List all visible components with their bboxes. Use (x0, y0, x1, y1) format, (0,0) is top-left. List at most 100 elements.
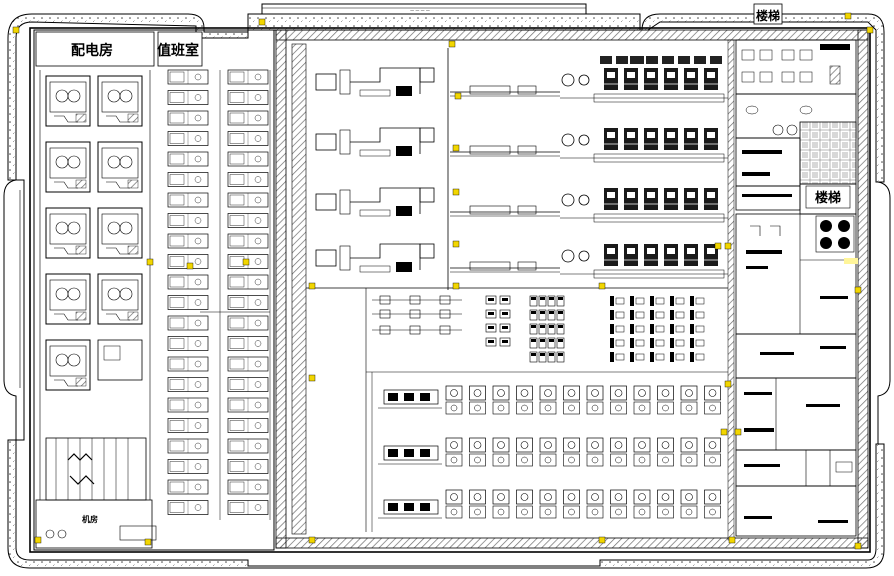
desk-monitor (549, 353, 554, 356)
workstation (469, 489, 486, 519)
machine-bed (383, 445, 439, 461)
cabinet (227, 336, 269, 351)
cabinet (227, 377, 269, 392)
workbench (670, 324, 674, 334)
desk (538, 295, 547, 307)
cabinet (167, 418, 209, 433)
workbench-seat (655, 353, 665, 361)
transformer-unit (97, 141, 143, 193)
desk-monitor (531, 311, 536, 314)
workbench-seat (675, 339, 685, 347)
cabinet (167, 233, 209, 249)
workbench (630, 338, 634, 348)
machine (409, 295, 421, 305)
transformer-units (45, 75, 143, 391)
desk (529, 295, 538, 307)
workstation (704, 437, 721, 467)
machine (409, 325, 421, 335)
cabinet (227, 151, 269, 167)
workbench-seat (695, 325, 705, 333)
top-gate: — — — — (261, 3, 587, 15)
landscape-border (3, 13, 891, 569)
column-marker (452, 240, 460, 248)
workstation (680, 385, 698, 415)
production-line (315, 187, 728, 223)
desk-monitor (531, 297, 536, 300)
workbench-seat (695, 311, 705, 319)
workbench-seat (615, 353, 625, 361)
desk (556, 295, 565, 307)
workbench (610, 324, 614, 334)
cabinet (227, 110, 269, 126)
workbench (630, 324, 634, 334)
transformer-unit (97, 207, 143, 259)
cabinet (227, 233, 269, 249)
power-room-label: 配电房 (71, 42, 113, 59)
storage-label: 机房 (82, 514, 98, 524)
cabinet (227, 274, 269, 290)
machine (439, 325, 451, 335)
cabinet (167, 90, 209, 105)
transformer-part (103, 345, 121, 361)
workbench (610, 352, 614, 362)
transformer-unit (45, 273, 91, 325)
desk-monitor (488, 326, 494, 329)
desk-monitor (531, 339, 536, 342)
column-marker (734, 428, 742, 436)
stair-right-label: 楼梯 (815, 190, 841, 206)
column-markers (12, 12, 874, 550)
workbench-seat (675, 353, 685, 361)
desk-monitor (549, 339, 554, 342)
desk (529, 337, 538, 349)
column-marker (728, 536, 736, 544)
workbench-seat (655, 339, 665, 347)
cabinet (167, 315, 209, 331)
desk (485, 309, 497, 319)
column-marker (186, 262, 194, 270)
cabinet (167, 438, 209, 454)
workstation (539, 385, 557, 415)
workstation (492, 437, 510, 467)
workbench-seat (615, 297, 625, 305)
workstation (610, 437, 627, 467)
cabinet (167, 172, 209, 187)
cabinet (227, 192, 269, 208)
machine-part (388, 393, 398, 401)
transformer-unit (97, 75, 143, 127)
workbench-seat (615, 339, 625, 347)
workstation (657, 489, 674, 519)
workstation (492, 385, 510, 415)
cabinet (227, 90, 269, 105)
column-marker (308, 282, 316, 290)
workstation (657, 437, 674, 467)
workbench-seat (655, 311, 665, 319)
desk (556, 323, 565, 335)
restroom-fixtures (741, 44, 850, 136)
desk (499, 309, 511, 319)
desk-monitor (488, 312, 494, 315)
desk-monitor (558, 325, 563, 328)
workbench-seat (675, 325, 685, 333)
round-tanks (815, 215, 858, 264)
desk (538, 323, 547, 335)
machine-bed (383, 389, 439, 405)
transformer-unit (97, 273, 143, 325)
workbench (670, 296, 674, 306)
machine-part (404, 393, 414, 401)
workbench-seat (695, 339, 705, 347)
duty-room-label: 值班室 (157, 42, 199, 59)
column-marker (448, 40, 456, 48)
desk (499, 295, 511, 305)
machine-bed (383, 499, 439, 515)
column-marker (308, 374, 316, 382)
desk-monitor (502, 312, 508, 315)
desk (547, 309, 556, 321)
column-marker (724, 380, 732, 388)
workbench (670, 352, 674, 362)
workbench (690, 352, 694, 362)
cabinet (227, 213, 269, 228)
production-line (315, 243, 728, 279)
desk-monitor (558, 297, 563, 300)
desk-monitor (502, 340, 508, 343)
